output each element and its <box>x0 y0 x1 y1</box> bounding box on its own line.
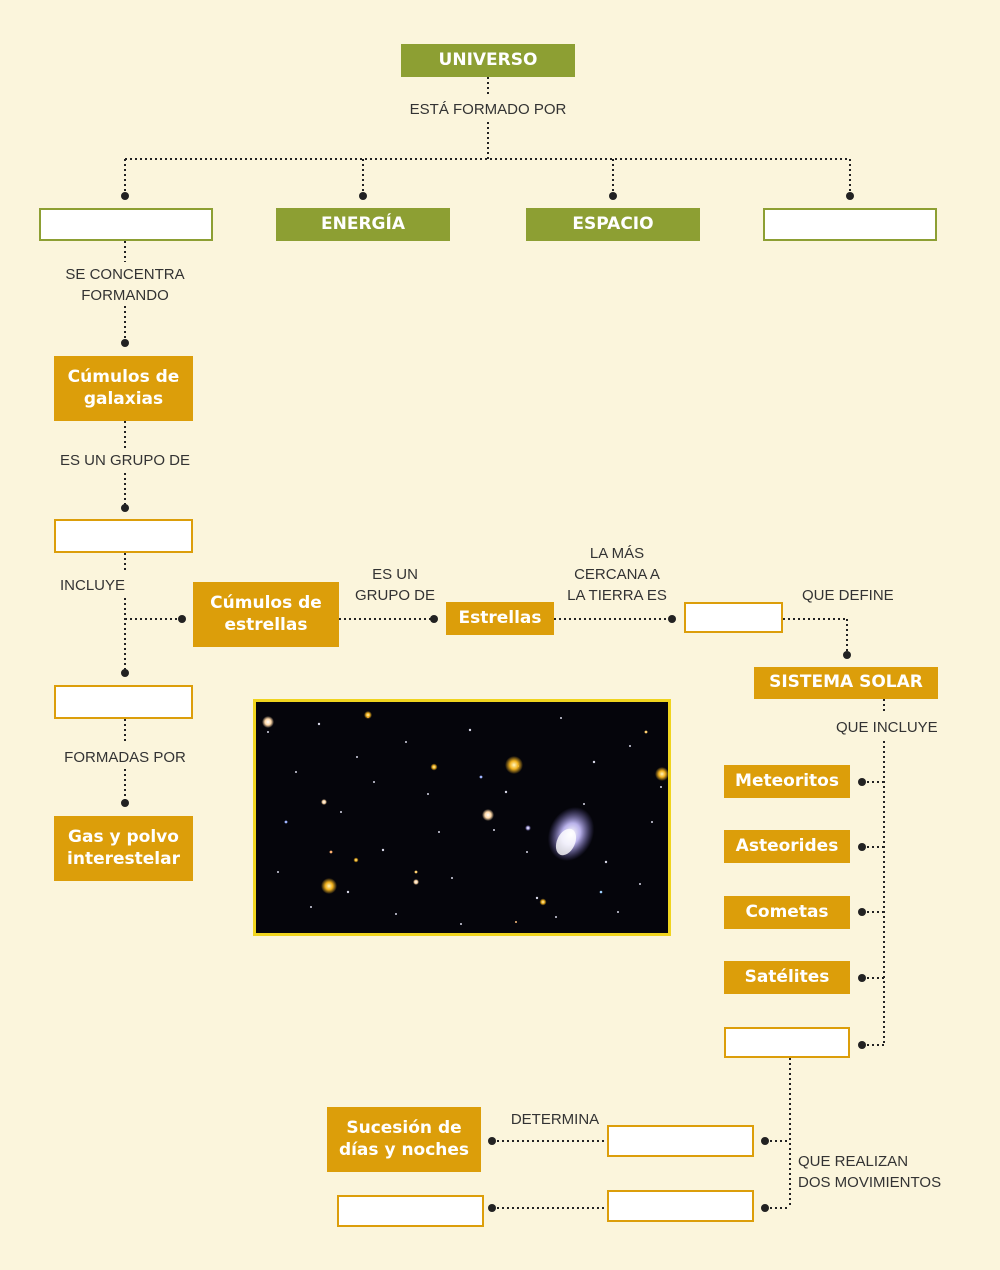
energy-node: ENERGÍA <box>276 208 450 241</box>
deep-field-galaxies-photo <box>253 699 671 936</box>
gas-dust-node: Gas y polvo interestelar <box>54 816 193 881</box>
star-clusters-node: Cúmulos de estrellas <box>193 582 339 647</box>
two-movements-label: QUE REALIZAN DOS MOVIMIENTOS <box>798 1153 942 1191</box>
meteorites-node: Meteoritos <box>724 765 850 798</box>
satellites-node: Satélites <box>724 961 850 994</box>
group-of-label: ES UN GRUPO DE <box>59 452 191 469</box>
comets-node: Cometas <box>724 896 850 929</box>
day-night-node: Sucesión de días y noches <box>327 1107 481 1172</box>
stars-node: Estrellas <box>446 602 554 635</box>
blank-sun-box[interactable] <box>684 602 783 633</box>
formed-by-label: FORMADAS POR <box>64 749 186 766</box>
blank-galaxies-box[interactable] <box>54 519 193 553</box>
includes-label: INCLUYE <box>60 577 126 594</box>
galaxy-clusters-node: Cúmulos de galaxias <box>54 356 193 421</box>
space-node: ESPACIO <box>526 208 700 241</box>
bright-galaxies <box>262 711 668 906</box>
universe-node: UNIVERSO <box>401 44 575 77</box>
defines-label: QUE DEFINE <box>802 587 894 604</box>
root-link-label: ESTÁ FORMADO POR <box>409 101 567 118</box>
concentrates-label: SE CONCENTRA FORMANDO <box>65 266 185 304</box>
blank-seasons-box[interactable] <box>337 1195 484 1227</box>
solar-includes-label: QUE INCLUYE <box>836 719 938 736</box>
blank-nebulae-box[interactable] <box>54 685 193 719</box>
determines-label: DETERMINA <box>510 1111 600 1128</box>
star-group-label: ES UN GRUPO DE <box>354 566 435 604</box>
blank-translation-box[interactable] <box>607 1190 754 1222</box>
solar-system-node: SISTEMA SOLAR <box>754 667 938 699</box>
blank-time-box[interactable] <box>763 208 937 241</box>
blank-rotation-box[interactable] <box>607 1125 754 1157</box>
blank-planets-box[interactable] <box>724 1027 850 1058</box>
nearest-label: LA MÁS CERCANA A LA TIERRA ES <box>567 545 667 604</box>
asteroids-node: Asteorides <box>724 830 850 863</box>
blank-matter-box[interactable] <box>39 208 213 241</box>
